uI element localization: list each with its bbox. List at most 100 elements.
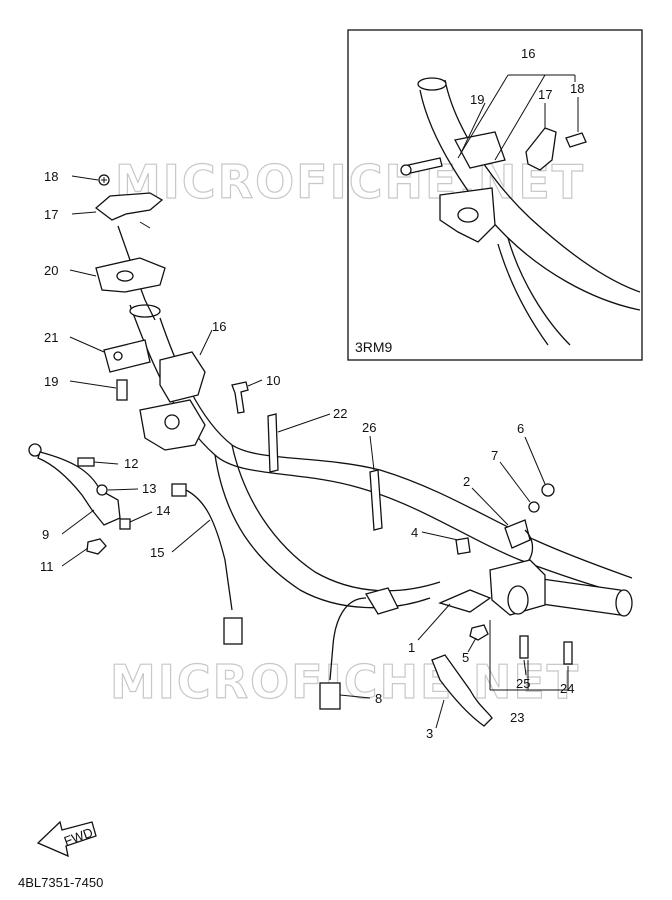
callout-12: 12: [124, 456, 138, 471]
leader-10: [247, 379, 263, 387]
part-15-switch: [171, 483, 187, 497]
part-19-bolt: [116, 379, 128, 401]
callout-20: 20: [44, 263, 58, 278]
fwd-indicator: FWD: [36, 820, 97, 858]
part-16-clamp: [159, 351, 206, 403]
inset-frame: [347, 29, 643, 361]
callout-7: 7: [491, 448, 498, 463]
part-21-hole: [113, 351, 123, 361]
inset-bar-end: [417, 77, 447, 91]
leader-13: [107, 488, 139, 491]
inset-bar-drop-b: [497, 243, 549, 346]
callout-18: 18: [44, 169, 58, 184]
part-8-connector: [319, 682, 341, 710]
leader-11: [61, 547, 89, 567]
fwd-arrow-icon: [36, 820, 97, 858]
handlebar-drop-a: [214, 454, 431, 609]
part-17-pin: [139, 221, 151, 229]
part-18-screw-slot: [101, 177, 107, 183]
callout-16: 16: [212, 319, 226, 334]
callout-15: 15: [150, 545, 164, 560]
lever-9-ball: [28, 443, 42, 457]
callout-inset-16: 16: [521, 46, 535, 61]
part-25-bolt: [519, 635, 529, 659]
leader-12: [93, 461, 119, 465]
leader-3: [435, 699, 445, 729]
leader-1: [417, 603, 451, 641]
callouts: 18 17 20 21 19 16 10 22 26 12 13 9 14 11…: [40, 169, 574, 741]
part-26-band: [369, 469, 383, 531]
leader-22: [277, 413, 331, 433]
handlebar-left-end: [129, 304, 161, 318]
watermark-bottom: MICROFICHE.NET: [110, 655, 580, 709]
leader-14: [129, 511, 153, 523]
leader-23-a: [489, 620, 529, 691]
callout-13: 13: [142, 481, 156, 496]
leader-19: [69, 380, 117, 389]
part-6-screw: [541, 483, 555, 497]
part-24-bolt: [563, 641, 573, 665]
inset-code-label: 3RM9: [355, 339, 393, 355]
part-21-bracket: [103, 339, 151, 373]
callout-21: 21: [44, 330, 58, 345]
inset-leader-16: [457, 74, 576, 161]
left-clamp-assembly: [94, 174, 249, 451]
leader-17: [71, 211, 97, 215]
leader-21: [69, 336, 105, 353]
part-8-switch: [365, 587, 399, 615]
leader-18: [71, 175, 99, 181]
inset-bar-drop-a: [507, 237, 571, 346]
watermark-top: MICROFICHE.NET: [115, 155, 585, 209]
callout-6: 6: [517, 421, 524, 436]
part-20-hole: [116, 270, 134, 282]
inset-bar-lower: [444, 79, 641, 293]
callout-inset-18: 18: [570, 81, 584, 96]
inset-bar-upper: [419, 89, 641, 311]
left-lever-assembly: [28, 443, 243, 645]
leader-lines: [61, 175, 569, 729]
master-cylinder-cap: [507, 585, 529, 615]
part-5-nut: [469, 624, 489, 641]
inset-leader-19: [459, 102, 486, 156]
callout-11: 11: [40, 559, 54, 574]
right-grip-end: [615, 589, 633, 617]
part-10-pin: [231, 381, 249, 414]
callout-inset-17: 17: [538, 87, 552, 102]
leader-26: [369, 435, 375, 471]
part-2-bracket: [504, 519, 531, 549]
part-1-pivot: [438, 589, 492, 613]
diagram-code: 4BL7351-7450: [18, 875, 103, 890]
callout-inset-19: 19: [470, 92, 484, 107]
right-side-assembly: [319, 483, 573, 727]
leader-2: [471, 487, 509, 526]
callout-2: 2: [463, 474, 470, 489]
cable-bands: [267, 413, 383, 531]
part-11-nut: [86, 538, 107, 555]
leader-5: [467, 637, 477, 653]
part-13-collar: [96, 484, 108, 496]
callout-25: 25: [516, 676, 530, 691]
part-3-lever: [431, 654, 493, 727]
callout-5: 5: [462, 650, 469, 665]
callout-26: 26: [362, 420, 376, 435]
leader-6: [524, 436, 546, 485]
callout-1: 1: [408, 640, 415, 655]
part-9-lever: [37, 451, 121, 526]
leader-8: [339, 694, 371, 699]
inset-bolt-18: [565, 132, 587, 148]
leader-16: [199, 329, 213, 356]
handlebar-drop-b: [231, 444, 441, 592]
part-15-wire: [185, 489, 233, 611]
leader-25: [523, 659, 527, 676]
callout-4: 4: [411, 525, 418, 540]
callout-14: 14: [156, 503, 170, 518]
inset-clamp-upper: [454, 131, 506, 169]
part-17-guide: [94, 192, 164, 221]
inset-3rm9: 16 19 17 18 3RM9: [347, 29, 643, 361]
part-16-hole: [164, 414, 180, 430]
leader-20: [69, 269, 97, 277]
part-22-band: [267, 413, 279, 473]
callout-9: 9: [42, 527, 49, 542]
part-15-connector: [223, 617, 243, 645]
